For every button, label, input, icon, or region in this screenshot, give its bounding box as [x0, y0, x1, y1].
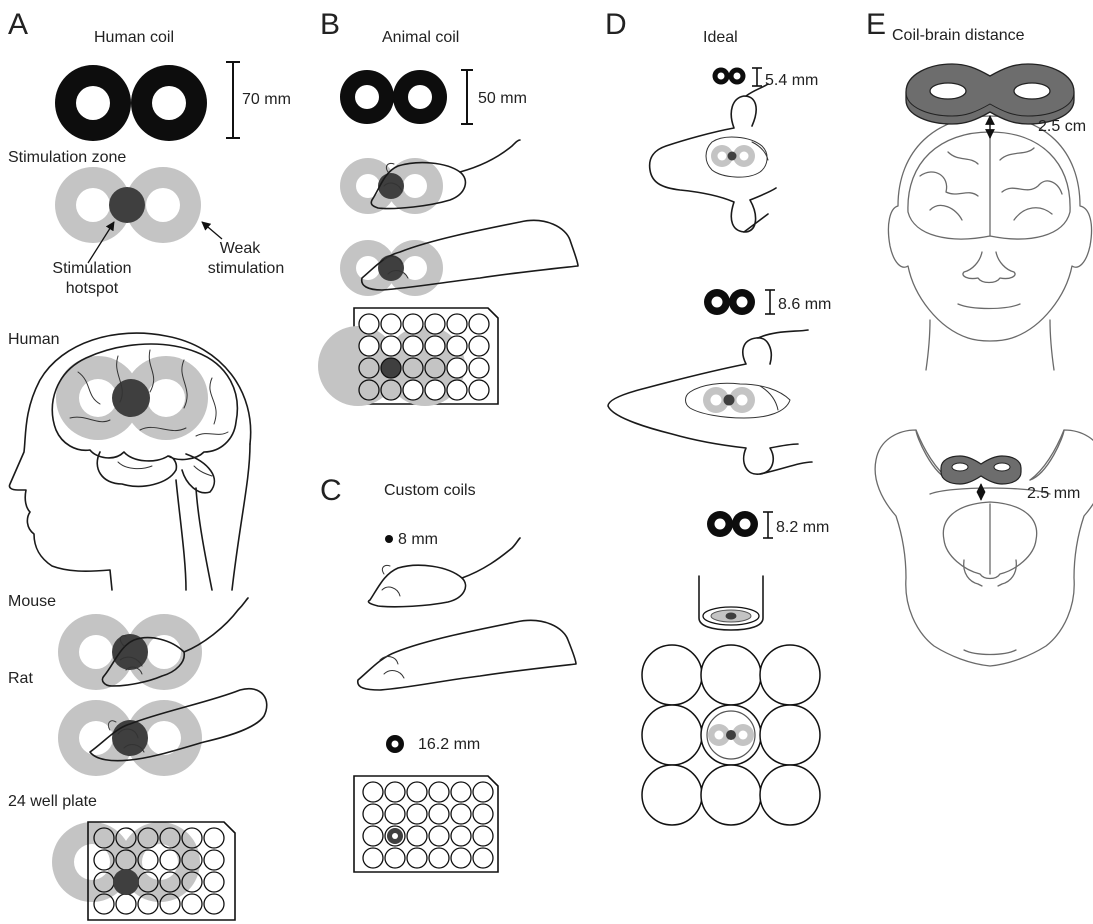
well-plate-label: 24 well plate	[8, 793, 97, 810]
panel-d-letter: D	[605, 8, 627, 41]
figure-8-coil-icon	[55, 65, 207, 141]
scale-label-8-6mm: 8.6 mm	[778, 296, 831, 313]
rat-label: Rat	[8, 670, 33, 687]
small-custom-coil-icon	[385, 535, 393, 543]
human-distance-label: 2.5 cm	[1038, 118, 1086, 135]
scale-bar-50mm	[461, 70, 473, 124]
single-well-side-view-icon	[699, 576, 763, 630]
panel-d: D Ideal 5.4 mm	[605, 8, 831, 825]
panel-e-title: Coil-brain distance	[892, 27, 1025, 44]
human-head-front-view-icon	[888, 116, 1091, 370]
well-plate-icon-b	[318, 308, 498, 406]
panel-c-letter: C	[320, 474, 342, 507]
stimulation-zone-diagram	[55, 167, 201, 243]
weak-arrow-icon	[202, 222, 222, 239]
weak-label-line1: Weak	[220, 240, 262, 257]
rat-head-top-view-icon	[608, 330, 812, 474]
hotspot-label-line2: hotspot	[66, 280, 119, 297]
scale-bar-8-6mm	[765, 290, 775, 314]
c-rat-icon	[358, 620, 576, 690]
scale-label-50mm: 50 mm	[478, 90, 527, 107]
custom-coil-size-small: 8 mm	[398, 531, 438, 548]
panel-b-letter: B	[320, 8, 340, 41]
scale-bar-8-2mm	[763, 512, 773, 538]
panel-a-letter: A	[8, 8, 28, 41]
mouse-label: Mouse	[8, 593, 56, 610]
hotspot-label-line1: Stimulation	[52, 260, 131, 277]
rat-tms-coil-icon	[941, 456, 1021, 484]
panel-e-letter: E	[866, 8, 886, 41]
well-grid-top-view-icon	[642, 645, 820, 825]
rat-distance-label: 2.5 mm	[1027, 485, 1080, 502]
panel-c-title: Custom coils	[384, 482, 476, 499]
animal-coil-icon	[340, 70, 447, 124]
custom-coil-size-large: 16.2 mm	[418, 736, 480, 753]
panel-b: B Animal coil 50 mm	[318, 8, 578, 406]
scale-label-70mm: 70 mm	[242, 91, 291, 108]
ideal-rat-coil-icon	[704, 289, 755, 315]
stimulation-zone-label: Stimulation zone	[8, 149, 126, 166]
scale-bar-5-4mm	[752, 68, 762, 86]
panel-c: C Custom coils 8 mm 16.2 mm	[320, 474, 576, 872]
human-tms-coil-icon	[906, 64, 1074, 124]
panel-a-title: Human coil	[94, 29, 174, 46]
panel-e: E Coil-brain distance 2.5 cm	[866, 8, 1093, 666]
ideal-plate-coil-icon	[707, 511, 758, 537]
rat-stim-field	[58, 700, 202, 776]
panel-b-title: Animal coil	[382, 29, 459, 46]
scale-label-5-4mm: 5.4 mm	[765, 72, 818, 89]
human-label: Human	[8, 331, 60, 348]
ideal-mouse-coil-icon	[713, 68, 746, 85]
mouse-stim-field	[58, 614, 202, 690]
scale-bar-70mm	[226, 62, 240, 138]
well-plate-icon-c	[354, 776, 498, 872]
panel-a: A Human coil 70 mm Stimulation zone Stim…	[8, 8, 291, 920]
scale-label-8-2mm: 8.2 mm	[776, 519, 829, 536]
weak-label-line2: stimulation	[208, 260, 284, 277]
mouse-head-top-view-icon	[650, 84, 776, 232]
panel-d-title: Ideal	[703, 29, 738, 46]
b-rat-stim-field	[340, 240, 443, 296]
large-custom-coil-icon	[386, 735, 404, 753]
human-brain-stim-field	[56, 356, 208, 440]
c-mouse-icon	[368, 538, 520, 607]
